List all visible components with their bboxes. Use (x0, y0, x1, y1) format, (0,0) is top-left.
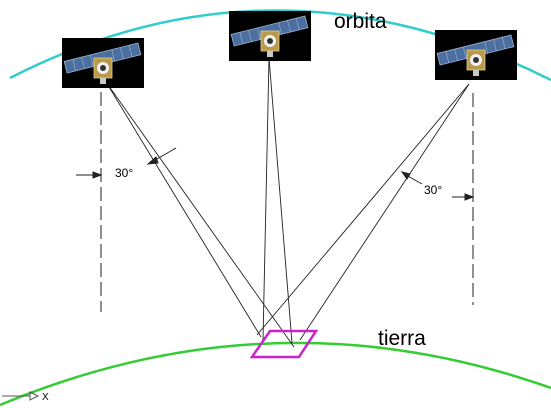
angle-marker-left (76, 147, 177, 179)
footprint-parallelogram (249, 329, 319, 359)
angle-label-right: 30° (424, 183, 442, 197)
viewing-rays (105, 57, 470, 348)
angle-marker-right (400, 171, 475, 201)
ucs-axis-icon (2, 391, 40, 401)
satellite-icon-right (434, 29, 518, 81)
orbit-label: orbita (334, 10, 387, 33)
satellite-icon-left (61, 37, 145, 89)
angle-label-left: 30° (115, 166, 133, 180)
earth-label: tierra (378, 327, 426, 350)
earth-curve (0, 341, 551, 407)
axis-x-label: X (42, 392, 49, 403)
satellite-icon-center (228, 10, 312, 62)
